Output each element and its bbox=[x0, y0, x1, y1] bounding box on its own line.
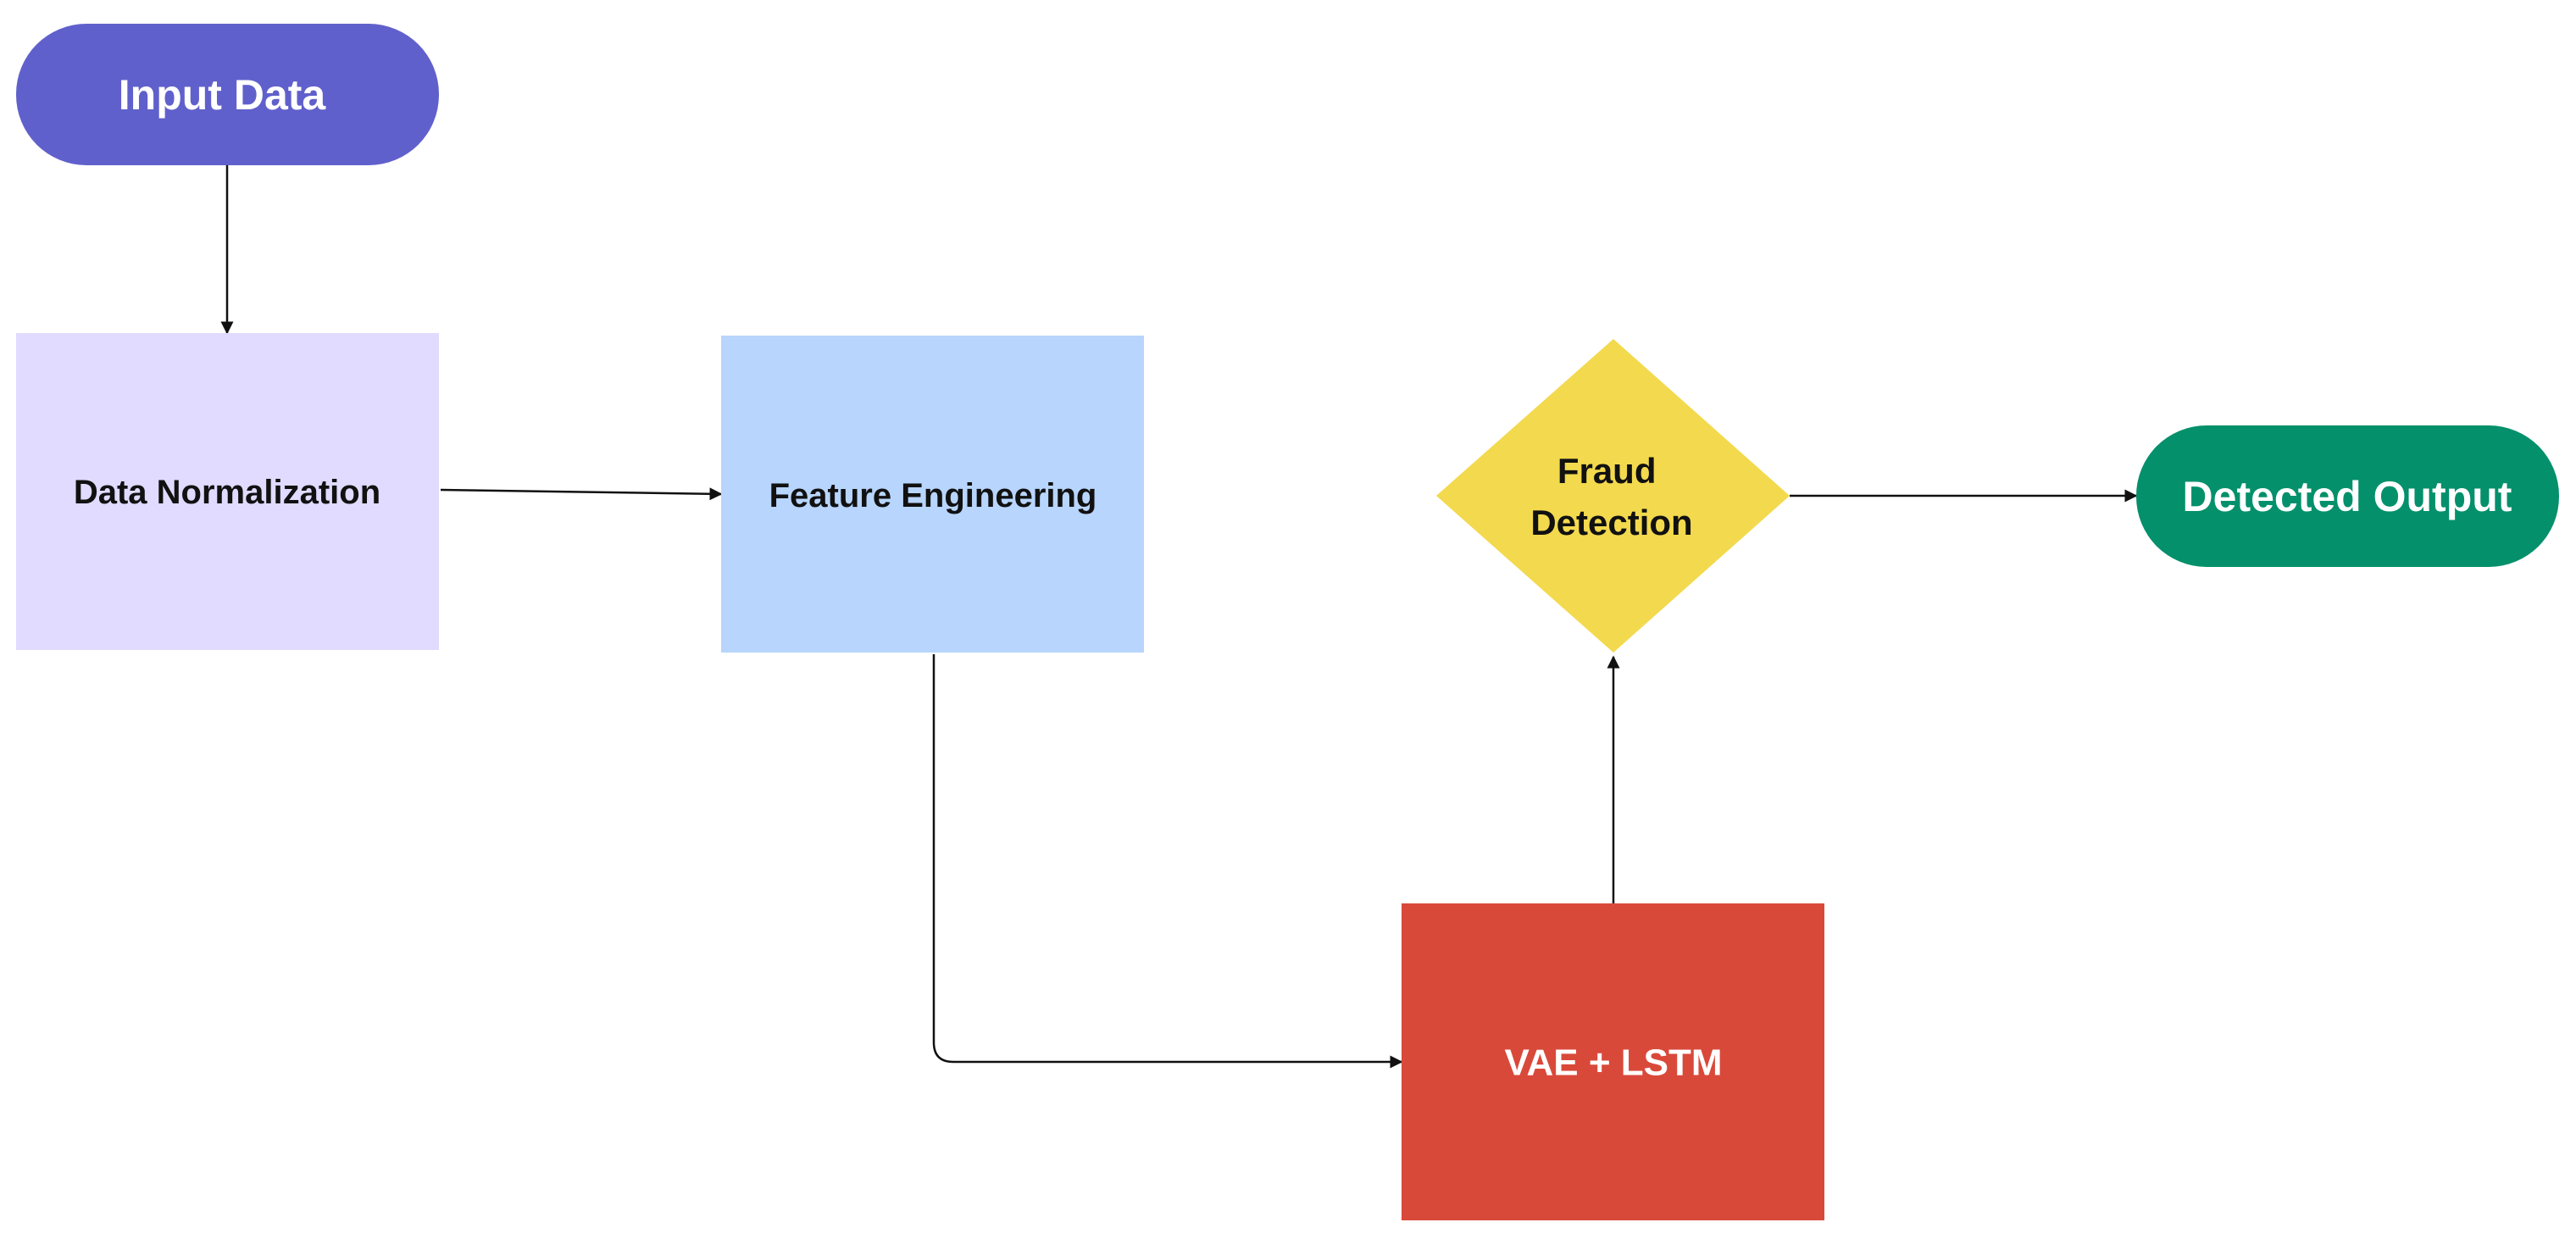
edge-feature-to-vae bbox=[932, 654, 1403, 1069]
vae-lstm-label: VAE + LSTM bbox=[1504, 1042, 1722, 1084]
feature-engineering-shape bbox=[721, 336, 1144, 653]
data-normalization-shape bbox=[16, 333, 439, 650]
edge-normalization-to-feature bbox=[440, 487, 723, 501]
fraud-detection-label-line1: Fraud bbox=[1557, 451, 1657, 491]
input-data-shape bbox=[16, 24, 439, 165]
data-normalization-label: Data Normalization bbox=[74, 474, 380, 511]
feature-engineering-label: Feature Engineering bbox=[769, 477, 1097, 514]
fraud-detection-shape bbox=[1436, 339, 1790, 653]
node-detected-output: Detected Output bbox=[2136, 425, 2559, 567]
node-input-data: Input Data bbox=[16, 24, 439, 165]
fraud-detection-label: Fraud Detection bbox=[1530, 451, 1692, 542]
detected-output-label: Detected Output bbox=[2183, 473, 2512, 520]
fraud-detection-label-line2: Detection bbox=[1530, 503, 1692, 542]
node-data-normalization: Data Normalization bbox=[16, 333, 439, 650]
vae-lstm-shape bbox=[1402, 903, 1824, 1220]
node-vae-lstm: VAE + LSTM bbox=[1402, 903, 1824, 1220]
node-feature-engineering: Feature Engineering bbox=[721, 336, 1144, 653]
input-data-label: Input Data bbox=[119, 71, 327, 119]
node-fraud-detection: Fraud Detection bbox=[1436, 339, 1790, 653]
detected-output-shape bbox=[2136, 425, 2559, 567]
